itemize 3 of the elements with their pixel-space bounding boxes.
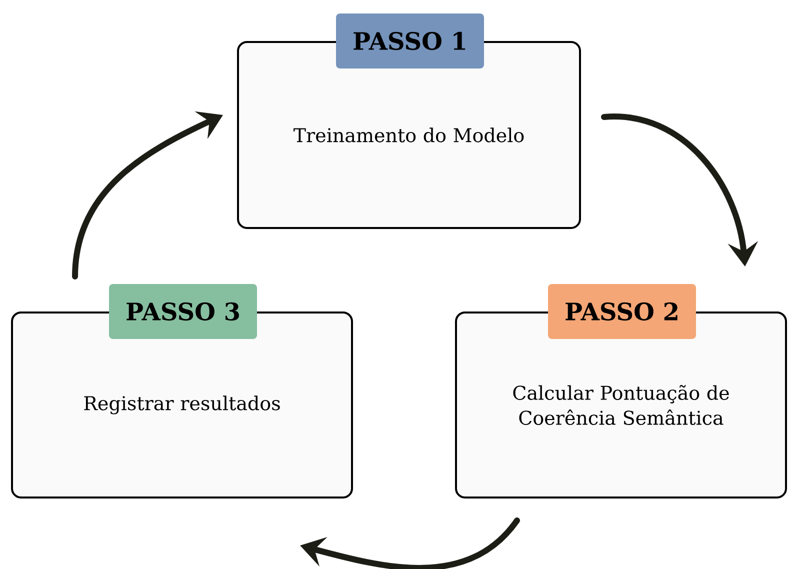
step-tab: PASSO 3: [109, 284, 257, 339]
step-tab: PASSO 2: [548, 284, 696, 339]
step-tab: PASSO 1: [336, 14, 484, 68]
